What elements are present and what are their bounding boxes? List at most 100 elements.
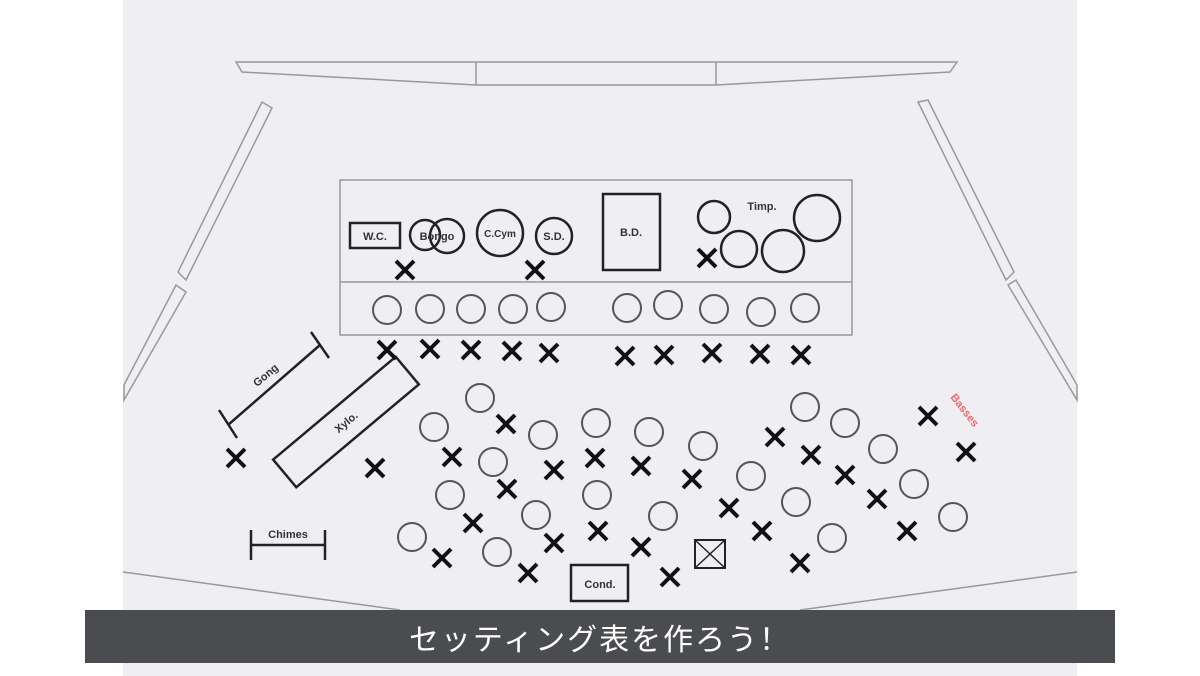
- chair: [478, 447, 508, 477]
- stand-marker: [790, 344, 812, 366]
- stand-marker: [496, 478, 518, 500]
- stand-marker: [718, 497, 740, 519]
- bass-drum-label: B.D.: [620, 227, 642, 239]
- timpani-2: [719, 229, 759, 269]
- chair: [899, 469, 929, 499]
- gong: [217, 331, 331, 439]
- stand-marker: [653, 344, 675, 366]
- chair: [419, 412, 449, 442]
- stand-marker: [495, 413, 517, 435]
- stage-risers: [122, 61, 1078, 611]
- stand-marker: [955, 441, 977, 463]
- crash-cymbal-label: C.Cym: [484, 229, 516, 240]
- chair: [790, 293, 820, 323]
- chair: [581, 408, 611, 438]
- chair: [648, 501, 678, 531]
- chair: [521, 500, 551, 530]
- stand-marker: [538, 342, 560, 364]
- chair: [699, 294, 729, 324]
- stand-marker: [584, 447, 606, 469]
- chair: [653, 290, 683, 320]
- chair: [634, 417, 664, 447]
- chair: [612, 293, 642, 323]
- gong-label: Gong: [251, 362, 281, 390]
- bongo-label: Bongo: [420, 231, 455, 243]
- xylophone-label: Xylo.: [333, 410, 361, 436]
- snare-drum: [534, 216, 574, 256]
- chair: [536, 292, 566, 322]
- percussion-riser: [339, 179, 853, 336]
- chimes-label: Chimes: [268, 529, 308, 541]
- caption-text: セッティング表を作ろう！: [408, 622, 792, 658]
- chair: [482, 537, 512, 567]
- conductor-podium: [569, 563, 630, 603]
- stand-marker: [917, 405, 939, 427]
- chair: [938, 502, 968, 532]
- left-riser-lower: [123, 283, 187, 403]
- chair: [397, 522, 427, 552]
- chair: [817, 523, 847, 553]
- right-riser-upper: [916, 99, 1015, 282]
- stand-marker: [364, 457, 386, 479]
- chair: [528, 420, 558, 450]
- timpani-label: Timp.: [747, 201, 776, 213]
- chair: [372, 295, 402, 325]
- conductor-label: Cond.: [584, 579, 615, 591]
- chair: [736, 461, 766, 491]
- boxed-x-marker: [694, 539, 726, 569]
- chair: [456, 294, 486, 324]
- stand-marker: [376, 339, 398, 361]
- stand-marker: [517, 562, 539, 584]
- front-edge-right: [799, 571, 1078, 611]
- xylophone: [271, 355, 421, 489]
- stand-marker: [460, 339, 482, 361]
- crash-cymbal: [475, 208, 525, 258]
- stand-marker: [524, 259, 546, 281]
- stand-marker: [225, 447, 247, 469]
- stand-marker: [789, 552, 811, 574]
- stand-marker: [394, 259, 416, 281]
- right-riser-lower: [1006, 278, 1078, 403]
- chair: [435, 480, 465, 510]
- stand-marker: [419, 338, 441, 360]
- bongo-right: [428, 217, 466, 255]
- stand-marker: [630, 536, 652, 558]
- timpani-1: [696, 199, 732, 235]
- stand-marker: [614, 345, 636, 367]
- stand-marker: [543, 532, 565, 554]
- stand-marker: [630, 455, 652, 477]
- chair: [746, 297, 776, 327]
- stand-marker: [764, 426, 786, 448]
- stand-marker: [751, 520, 773, 542]
- stand-marker: [659, 566, 681, 588]
- basses-label: Basses: [948, 392, 981, 430]
- stand-marker: [696, 247, 718, 269]
- stand-marker: [749, 343, 771, 365]
- stand-marker: [543, 459, 565, 481]
- stand-marker: [681, 468, 703, 490]
- stand-marker: [896, 520, 918, 542]
- stand-marker: [866, 488, 888, 510]
- timpani-3: [760, 228, 806, 274]
- chair: [688, 431, 718, 461]
- wood-clock: [348, 221, 402, 250]
- chair: [415, 294, 445, 324]
- stand-marker: [587, 520, 609, 542]
- wood-clock-label: W.C.: [363, 231, 387, 243]
- chair: [465, 383, 495, 413]
- chimes: [249, 530, 327, 560]
- chair: [790, 392, 820, 422]
- back-riser: [234, 61, 959, 86]
- timpani-4: [792, 193, 842, 243]
- chair: [582, 480, 612, 510]
- chair: [868, 434, 898, 464]
- chair: [781, 487, 811, 517]
- snare-drum-label: S.D.: [543, 231, 564, 243]
- chair: [830, 408, 860, 438]
- stand-marker: [431, 547, 453, 569]
- bongo-left: [408, 218, 442, 252]
- stand-marker: [501, 340, 523, 362]
- stand-marker: [800, 444, 822, 466]
